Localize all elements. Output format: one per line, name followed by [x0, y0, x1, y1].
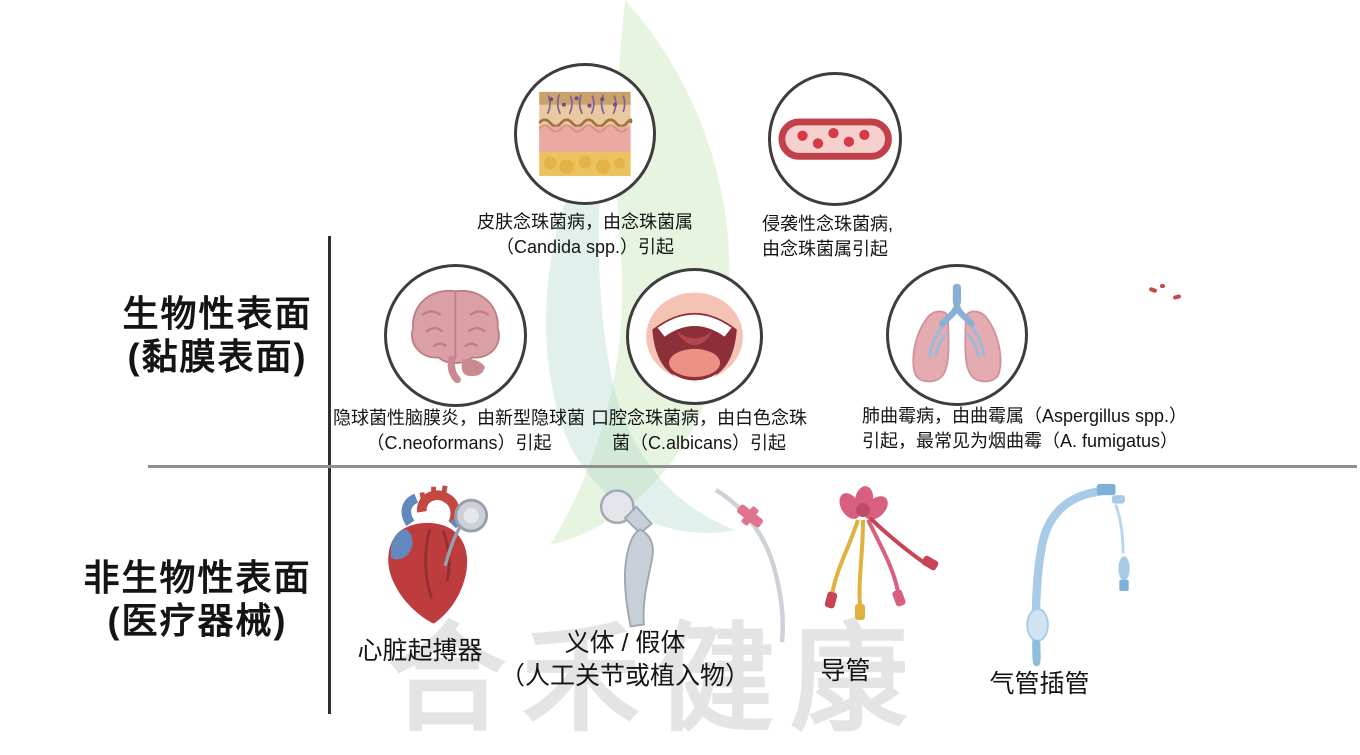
skin-caption-line2: （Candida spp.）引起 — [495, 237, 675, 257]
brain-caption: 隐球菌性脑膜炎，由新型隐球菌 （C.neoformans）引起 — [328, 406, 590, 456]
skin-caption-line1: 皮肤念珠菌病，由念珠菌属 — [477, 212, 693, 232]
skin-circle-illustration — [514, 63, 656, 205]
brain-circle-illustration — [384, 264, 527, 407]
lungs-caption-line2: 引起，最常见为烟曲霉（A. fumigatus） — [862, 431, 1179, 451]
open-mouth-icon — [646, 292, 743, 383]
prosthesis-label-line2: （人工关节或植入物） — [499, 662, 750, 690]
mouth-caption-line2: 菌（C.albicans）引起 — [611, 433, 787, 453]
biological-section-title: 生物性表面 (黏膜表面) — [95, 292, 340, 378]
watermark-leaf-logo — [546, 0, 735, 545]
brain-icon — [411, 290, 500, 384]
endotracheal-tube-icon — [1026, 483, 1130, 667]
non-biological-title-line2: (医疗器械) — [107, 600, 288, 642]
non-biological-title-line1: 非生物性表面 — [83, 557, 312, 598]
biological-title-line2: (黏膜表面) — [127, 336, 308, 378]
vertical-divider — [328, 236, 331, 714]
horizontal-divider — [148, 465, 1357, 468]
mouth-circle-illustration — [626, 268, 763, 405]
vessel-caption: 侵袭性念珠菌病, 由念珠菌属引起 — [762, 212, 992, 262]
lungs-caption-line1: 肺曲霉病，由曲霉属（Aspergillus spp.） — [862, 406, 1188, 426]
blood-vessel-icon — [778, 118, 892, 160]
vessel-caption-line2: 由念珠菌属引起 — [762, 239, 888, 259]
prosthesis-label-line1: 义体 / 假体 — [564, 629, 686, 657]
mouth-caption: 口腔念珠菌病，由白色念珠 菌（C.albicans）引起 — [584, 406, 814, 456]
lungs-circle-illustration — [886, 264, 1028, 406]
red-speck — [1172, 294, 1182, 300]
blood-vessel-circle-illustration — [768, 72, 902, 206]
non-biological-section-title: 非生物性表面 (医疗器械) — [60, 556, 335, 642]
catheter-label: 导管 — [820, 657, 871, 685]
pacemaker-label: 心脏起搏器 — [357, 637, 483, 665]
red-speck — [1160, 284, 1165, 288]
lungs-caption: 肺曲霉病，由曲霉属（Aspergillus spp.） 引起，最常见为烟曲霉（A… — [862, 404, 1230, 454]
brain-caption-line2: （C.neoformans）引起 — [366, 433, 552, 453]
ett-label: 气管插管 — [989, 670, 1090, 698]
joint-prosthesis-icon — [599, 489, 654, 628]
lungs-icon — [912, 283, 1002, 383]
mouth-caption-line1: 口腔念珠菌病，由白色念珠 — [591, 408, 807, 428]
red-speck — [1148, 286, 1158, 294]
prosthesis-label: 义体 / 假体 （人工关节或植入物） — [490, 627, 760, 693]
biological-title-line1: 生物性表面 — [122, 293, 313, 334]
skin-cross-section-icon — [538, 91, 633, 176]
vessel-caption-line1: 侵袭性念珠菌病, — [762, 214, 894, 234]
watermark-text: 合禾健康 — [388, 614, 925, 746]
catheter-icon — [714, 486, 939, 643]
skin-caption: 皮肤念珠菌病，由念珠菌属 （Candida spp.）引起 — [440, 210, 730, 260]
heart-pacemaker-icon — [388, 485, 489, 624]
brain-caption-line1: 隐球菌性脑膜炎，由新型隐球菌 — [333, 408, 585, 428]
